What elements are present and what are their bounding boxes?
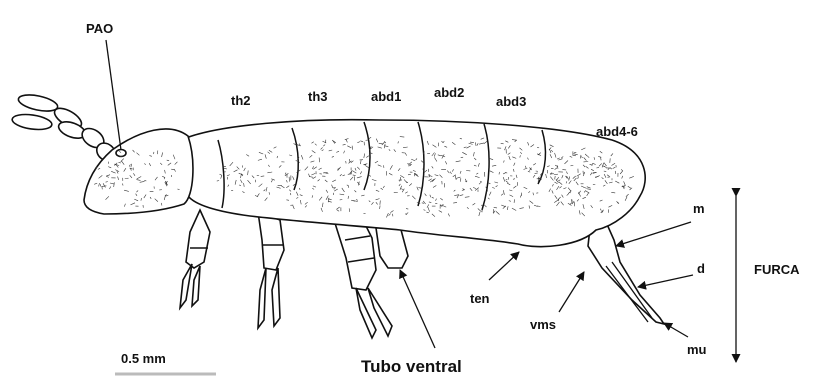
label-abd2: abd2 <box>434 85 464 100</box>
label-scale: 0.5 mm <box>121 351 166 366</box>
label-m: m <box>693 201 705 216</box>
label-abd3: abd3 <box>496 94 526 109</box>
legs <box>180 210 408 338</box>
label-abd4-6: abd4-6 <box>596 124 638 139</box>
label-th3: th3 <box>308 89 328 104</box>
trunk <box>179 120 645 247</box>
label-vms: vms <box>530 317 556 332</box>
label-pao: PAO <box>86 21 113 36</box>
label-th2: th2 <box>231 93 251 108</box>
pao-organ <box>116 150 126 157</box>
label-ten: ten <box>470 291 490 306</box>
label-tubo-ventral: Tubo ventral <box>361 357 462 376</box>
antenna <box>11 92 119 165</box>
label-furca: FURCA <box>754 262 800 277</box>
label-d: d <box>697 261 705 276</box>
label-abd1: abd1 <box>371 89 401 104</box>
label-mu: mu <box>687 342 707 357</box>
furca <box>588 222 664 324</box>
